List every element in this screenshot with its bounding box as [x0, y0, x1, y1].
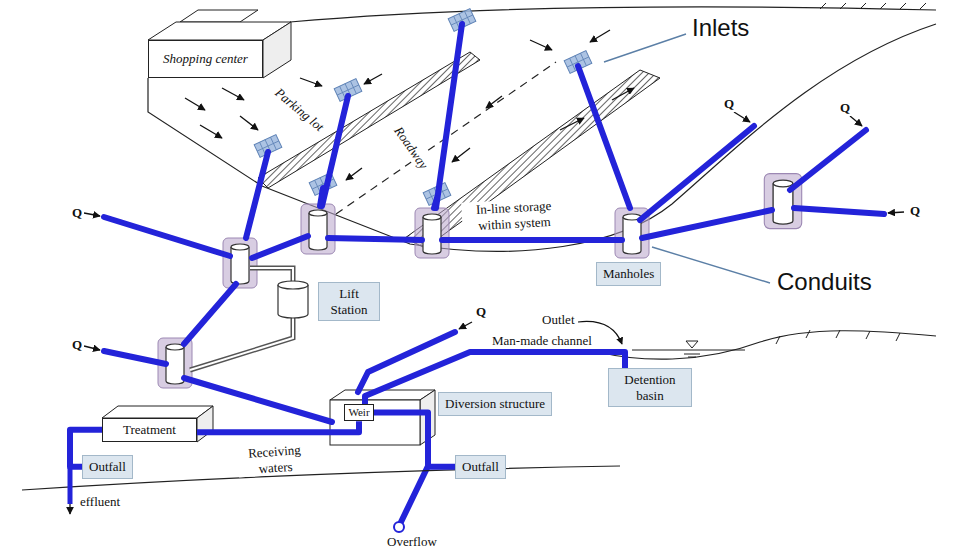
conduit [790, 130, 866, 190]
node-text: Lift Station [325, 286, 373, 317]
part-label: effluent [78, 494, 122, 510]
callout-box: Diversion structure [438, 392, 552, 416]
node-text: Outfall [89, 459, 126, 475]
conduit [642, 210, 772, 238]
node-text: Diversion structure [445, 396, 545, 412]
manhole [301, 204, 335, 254]
water-symbol-lines [684, 354, 700, 357]
inflow-arrow [850, 116, 862, 126]
part-label: Outlet [540, 312, 577, 328]
flow-arrow [364, 74, 382, 84]
conduit [184, 284, 236, 344]
conduit [246, 152, 268, 238]
callout-box: Lift Station [318, 282, 380, 321]
callout-box: Outfall [455, 455, 506, 479]
flow-arrow [590, 30, 610, 42]
flow-label: Q [908, 203, 922, 219]
water-symbol [686, 341, 698, 348]
flow-arrow [530, 40, 552, 50]
building-roof [180, 10, 258, 22]
node-text: Weir [347, 406, 371, 419]
flow-arrow [612, 88, 634, 100]
conduit [322, 96, 348, 206]
inflow-arrows [84, 112, 904, 350]
conduit [328, 238, 422, 240]
conduit [184, 378, 332, 422]
conduits [104, 24, 884, 522]
leader-line [652, 247, 770, 283]
inflow-arrow [734, 112, 750, 122]
node-text: Outfall [462, 459, 499, 475]
flow-arrow [452, 148, 470, 162]
flow-arrow [346, 168, 362, 180]
conduit-connector [197, 421, 359, 432]
flow-arrow [560, 118, 584, 130]
inflow-arrow [459, 322, 472, 329]
effluent-pipe [68, 468, 73, 504]
area-label: Roadway [390, 122, 433, 174]
part-label: Man-made channel [490, 333, 594, 349]
effluent-arrow [69, 504, 70, 514]
inflow-arrow [84, 346, 100, 350]
inflow-arrow [84, 213, 100, 216]
structure-front [330, 400, 420, 445]
callout-box: Detention basin [608, 368, 692, 407]
flow-arrow [240, 116, 258, 130]
note-label: In-line storage within system [461, 197, 566, 234]
flow-label: Q [474, 304, 488, 320]
conduit [794, 208, 884, 214]
callout-box: Manholes [596, 262, 661, 286]
node-text: Shopping center [155, 51, 256, 67]
flow-arrow [300, 78, 322, 86]
conduit [104, 217, 230, 256]
conduit [434, 198, 437, 208]
node-text: Detention basin [615, 372, 685, 403]
flow-label: Q [70, 205, 84, 221]
flow-arrow [486, 96, 502, 108]
conduit [320, 188, 323, 206]
flow-label: Q [70, 337, 84, 353]
conduit [578, 66, 630, 208]
lift-tank [278, 285, 308, 318]
ground-outline [290, 7, 936, 22]
flow-label: Q [838, 100, 852, 116]
conduit [436, 24, 462, 208]
treatment-box: Treatment [102, 418, 197, 442]
flow-arrow [185, 98, 205, 110]
inflow-arrow [888, 212, 904, 213]
callout-label: Conduits [775, 268, 874, 297]
manhole [415, 208, 449, 258]
weir-box: Weir [344, 404, 374, 421]
basin-bank [598, 331, 936, 359]
treatment-side [197, 406, 213, 442]
part-label: Overflow [385, 534, 439, 550]
ground-hatch [820, 3, 926, 9]
node-text: Treatment [109, 422, 190, 438]
pipe-end [394, 522, 404, 532]
callout-box: Outfall [82, 455, 133, 479]
conduit [401, 466, 428, 522]
bank-hatch [776, 330, 900, 344]
callout-label: Inlets [690, 14, 751, 43]
building-side [263, 22, 291, 78]
lift-tank-top [278, 281, 308, 289]
flow-arrow [200, 125, 222, 138]
leader-line [604, 34, 686, 62]
water-surface [632, 349, 745, 350]
flow-label: Q [722, 96, 736, 112]
conduit [104, 351, 166, 364]
treatment-top [102, 406, 213, 418]
manhole [223, 238, 257, 288]
node-text: Manholes [603, 266, 654, 282]
conduit [252, 236, 308, 258]
conduit [640, 126, 754, 220]
conduit-connector [374, 413, 455, 467]
conduit [442, 237, 622, 243]
flow-arrow [222, 88, 244, 100]
area-label: Parking lot [270, 84, 328, 136]
part-label: Receiving waters [237, 441, 313, 477]
building-box: Shopping center [148, 40, 263, 78]
